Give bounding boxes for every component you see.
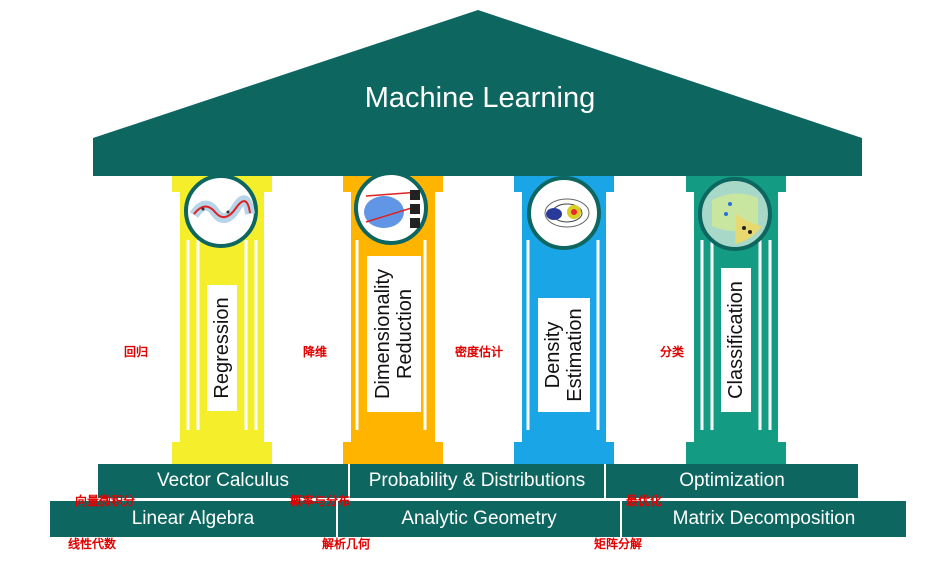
foundation-cn-matrix-decomposition: 矩阵分解: [594, 537, 643, 551]
pillar-cn-dimensionality: 降维: [303, 345, 328, 359]
reduction-label-line: Reduction: [394, 288, 416, 380]
pillar-cn-regression: 回归: [124, 345, 149, 359]
regression-label-bg: [207, 285, 237, 411]
regression-plot-icon: [184, 174, 258, 248]
contour-plot-icon: [527, 176, 601, 250]
foundation-optimization: Optimization: [606, 464, 858, 498]
pillar-cn-density: 密度估计: [455, 345, 504, 359]
pillar-cn-classification: 分类: [660, 345, 685, 359]
probability-label: Probability & Distributions: [368, 470, 586, 491]
foundation-matrix-decomposition: Matrix Decomposition: [622, 501, 906, 537]
vector-calculus-label: Vector Calculus: [156, 470, 289, 491]
foundation-vector-calculus: Vector Calculus: [98, 464, 348, 498]
optimization-label: Optimization: [679, 470, 785, 491]
scatter-plot-icon: [354, 171, 428, 245]
foundation-cn-analytic-geometry: 解析几何: [322, 537, 371, 551]
foundation-probability: Probability & Distributions: [350, 464, 604, 498]
classification-label-line: Classification: [725, 281, 747, 399]
foundation-cn-optimization: 最优化: [626, 494, 663, 508]
pillar-label-classification: Classification: [725, 270, 747, 410]
foundation-cn-linear-algebra: 线性代数: [68, 537, 117, 551]
density-label-bg: [538, 298, 590, 412]
density-label-line: Density: [542, 321, 564, 389]
classification-label-bg: [721, 268, 751, 412]
pillar-label-density-estimation: Density Estimation: [542, 299, 586, 411]
estimation-label-line: Estimation: [564, 308, 586, 402]
regression-label-line: Regression: [211, 297, 233, 399]
roof-title: Machine Learning: [364, 82, 596, 114]
foundation-analytic-geometry: Analytic Geometry: [338, 501, 620, 537]
foundation-cn-vector-calculus: 向量微积分: [75, 494, 136, 508]
pillar-label-dimensionality-reduction: Dimensionality Reduction: [372, 256, 416, 412]
dimensionality-label-bg: [367, 256, 421, 412]
decision-boundary-icon: [698, 177, 772, 251]
analytic-geometry-label: Analytic Geometry: [401, 508, 557, 529]
pillar-label-regression: Regression: [211, 283, 233, 413]
linear-algebra-label: Linear Algebra: [131, 508, 255, 529]
dimensionality-label-line: Dimensionality: [372, 268, 394, 400]
matrix-decomposition-label: Matrix Decomposition: [672, 508, 856, 529]
foundation-linear-algebra: Linear Algebra: [50, 501, 336, 537]
foundation-cn-probability: 概率与分布: [290, 494, 351, 508]
